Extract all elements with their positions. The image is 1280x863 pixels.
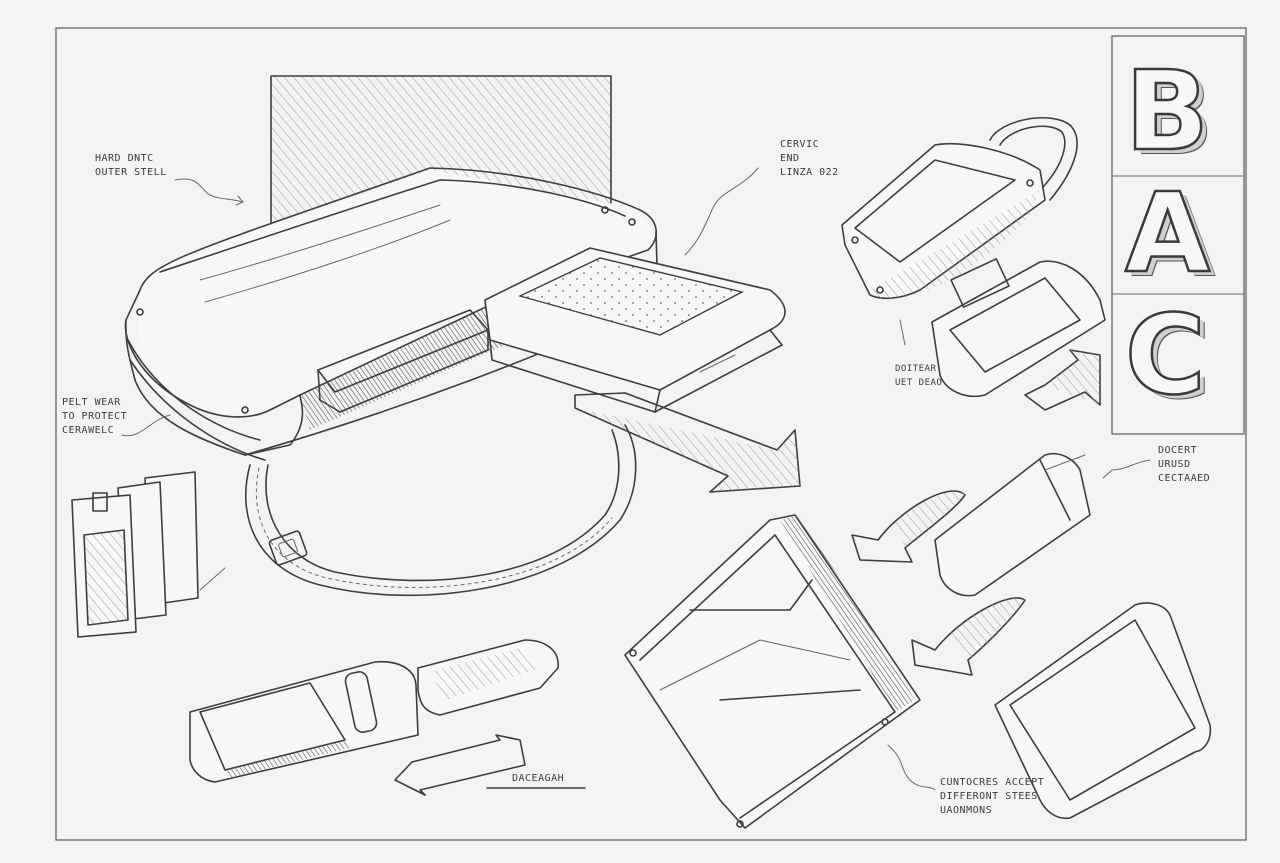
curved-arrows xyxy=(851,490,1026,676)
logo-letter-a: A xyxy=(1124,169,1212,297)
annotation-bottom-label: DACEAGAH xyxy=(512,772,564,786)
insert-piece xyxy=(934,452,1091,597)
annotation-line: UAONMONS xyxy=(940,805,993,816)
annotation-line: CECTAAED xyxy=(1158,473,1211,484)
annotation-line: URUSD xyxy=(1158,459,1191,470)
annotation-line: CUNTOCRES ACCEPT xyxy=(940,777,1045,788)
logo-letter-b: B xyxy=(1124,47,1210,175)
annotation-belt-wear: PELT WEAR TO PROTECT CERAWELC xyxy=(62,396,127,438)
annotation-line: END xyxy=(780,153,800,164)
annotation-line: UET DEAO xyxy=(895,378,943,388)
annotation-line: OUTER STELL xyxy=(95,167,167,178)
buckle-pieces xyxy=(189,639,586,796)
annotation-contours: CUNTOCRES ACCEPT DIFFERONT STEES UAONMON… xyxy=(940,776,1044,818)
annotation-line: CERVIC xyxy=(780,139,820,150)
annotation-right-mid: DOITEAR UET DEAO xyxy=(895,362,942,390)
annotation-outer-shell: HARD DNTC OUTER STELL xyxy=(95,152,167,180)
annotation-line: TO PROTECT xyxy=(62,411,128,422)
annotation-top-center: CERVIC END LINZA 022 xyxy=(780,138,839,180)
stacked-cards xyxy=(71,471,226,638)
annotation-line: DIFFERONT STEES xyxy=(940,791,1038,802)
open-case xyxy=(624,514,921,829)
top-pouch xyxy=(841,117,1078,346)
sheet-frame xyxy=(55,27,1247,841)
annotation-line: DACEAGAH xyxy=(512,773,565,784)
top-clip xyxy=(931,258,1106,411)
annotation-leaders xyxy=(121,167,1151,791)
annotation-line: PELT WEAR xyxy=(62,397,121,408)
main-bag-strap xyxy=(245,424,637,597)
annotation-line: CERAWELC xyxy=(62,425,115,436)
logo-letter-c: C xyxy=(1124,291,1207,419)
direction-arrow-large xyxy=(574,392,801,493)
annotation-insert: DOCERT URUSD CECTAAED xyxy=(1158,444,1210,486)
annotation-line: DOCERT xyxy=(1158,445,1198,456)
main-bag-drawer xyxy=(484,247,786,413)
annotation-line: DOITEAR xyxy=(895,364,937,374)
frame-panel xyxy=(994,602,1212,820)
annotation-line: HARD DNTC xyxy=(95,153,154,164)
annotation-line: LINZA 022 xyxy=(780,167,839,178)
